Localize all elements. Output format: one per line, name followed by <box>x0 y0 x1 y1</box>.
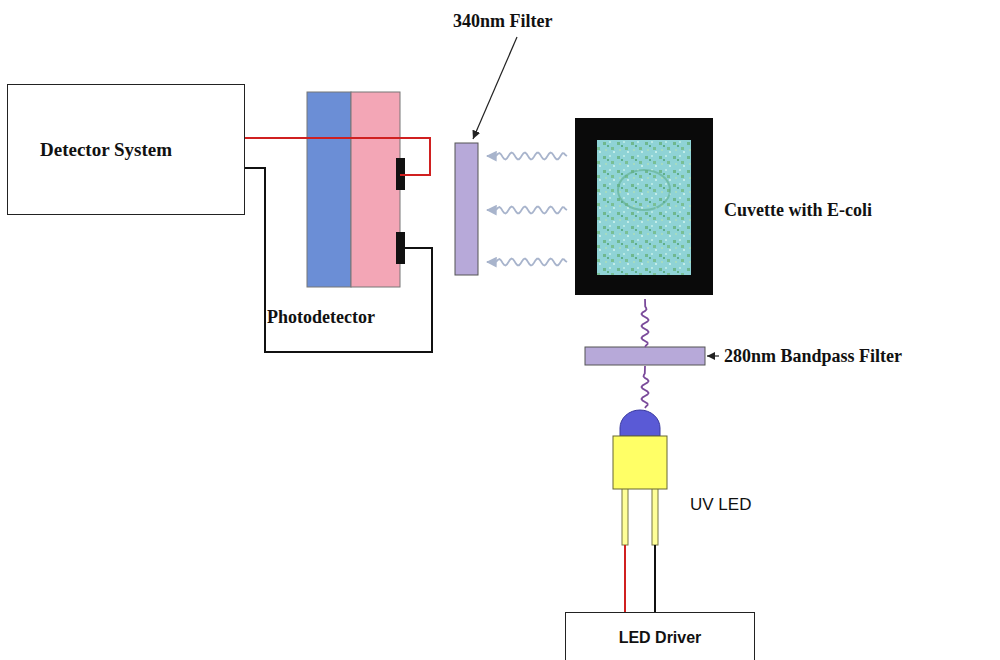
wire <box>245 168 432 352</box>
leader-line <box>707 355 719 356</box>
light-ray <box>487 153 567 160</box>
part-label: 280nm Bandpass Filter <box>724 345 902 367</box>
driver-box: LED Driver <box>565 612 755 660</box>
wire <box>624 545 626 612</box>
light-ray <box>642 299 649 347</box>
photodetector <box>307 92 405 287</box>
part-label: UV LED <box>690 494 751 516</box>
box-label: Detector System <box>40 139 172 161</box>
light-ray <box>487 207 567 214</box>
filter: 280nm Bandpass Filter <box>585 347 705 365</box>
filter <box>585 347 705 365</box>
part-label: Cuvette with E-coli <box>724 199 872 221</box>
part-label: Photodetector <box>267 306 375 328</box>
cuvette: Cuvette with E-coli <box>575 118 713 295</box>
photodetector: Photodetector <box>307 92 400 287</box>
cuvette <box>575 118 713 295</box>
wire <box>654 545 656 612</box>
light-ray <box>487 259 567 266</box>
leader-line <box>473 37 517 139</box>
filter <box>455 143 478 275</box>
wire <box>245 138 430 175</box>
filter: 340nm Filter <box>455 143 478 275</box>
part-label: 340nm Filter <box>453 10 552 32</box>
uv-led: UV LED <box>613 412 667 545</box>
light-ray <box>642 366 649 408</box>
uv-led <box>613 410 667 545</box>
box-label: LED Driver <box>619 627 702 649</box>
system-box: Detector System <box>7 84 245 215</box>
